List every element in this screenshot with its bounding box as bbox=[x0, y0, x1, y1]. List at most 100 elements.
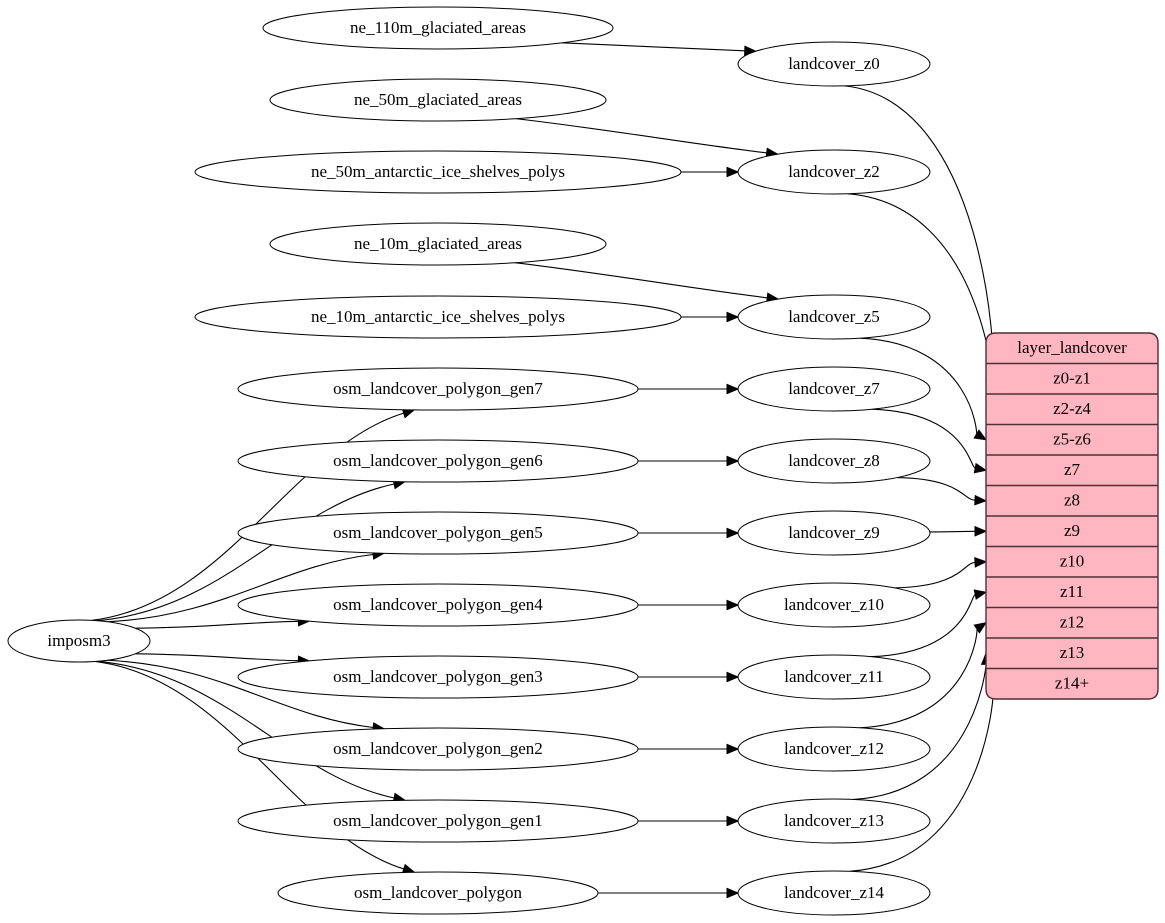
table-row-z0-z1[interactable]: z0-z1 bbox=[986, 362, 1158, 388]
table-row-z14plus[interactable]: z14+ bbox=[986, 667, 1158, 693]
node-lc_z2[interactable]: landcover_z2 bbox=[737, 149, 931, 195]
node-layer: imposm3 ne_110m_glaciated_areas ne_50m_gla… bbox=[7, 6, 931, 916]
table-cell-label: z11 bbox=[1060, 582, 1084, 601]
arrowhead bbox=[726, 671, 740, 683]
layer-landcover-table: layer_landcover z0-z1 z2-z4 z5-z6 z7 z8 z9 z10 z… bbox=[985, 332, 1159, 700]
node-lc_z11[interactable]: landcover_z11 bbox=[737, 654, 931, 700]
node-lc_z10[interactable]: landcover_z10 bbox=[737, 582, 931, 628]
node-label: ne_110m_glaciated_areas bbox=[350, 18, 526, 37]
node-label: landcover_z10 bbox=[784, 595, 884, 614]
edge-gen0-to-lc_z14 bbox=[597, 887, 740, 899]
table-row-z13[interactable]: z13 bbox=[986, 637, 1158, 662]
table-cell-label: z13 bbox=[1060, 643, 1085, 662]
node-label: osm_landcover_polygon bbox=[354, 883, 523, 902]
node-label: landcover_z14 bbox=[784, 883, 885, 902]
node-label: osm_landcover_polygon_gen4 bbox=[333, 595, 543, 614]
arrowhead bbox=[726, 383, 740, 395]
node-label: ne_10m_antarctic_ice_shelves_polys bbox=[311, 307, 565, 326]
arrowhead bbox=[974, 557, 988, 568]
edge-ne50a-to-lc_z2 bbox=[680, 166, 740, 178]
node-label: landcover_z11 bbox=[784, 667, 883, 686]
table-row-z9[interactable]: z9 bbox=[986, 515, 1158, 540]
node-lc_z9[interactable]: landcover_z9 bbox=[737, 510, 931, 556]
arrowhead bbox=[726, 887, 740, 899]
node-label: osm_landcover_polygon_gen6 bbox=[333, 451, 543, 470]
arrowhead bbox=[726, 743, 740, 755]
node-gen5[interactable]: osm_landcover_polygon_gen5 bbox=[237, 511, 639, 555]
arrowhead bbox=[973, 462, 988, 474]
table-row-z10[interactable]: z10 bbox=[986, 545, 1158, 571]
node-label: landcover_z5 bbox=[788, 307, 880, 326]
node-gen7[interactable]: osm_landcover_polygon_gen7 bbox=[237, 367, 639, 411]
arrowhead bbox=[974, 494, 988, 506]
edge-ne10g-to-lc_z5 bbox=[514, 262, 780, 304]
arrowhead bbox=[726, 599, 740, 611]
node-gen1[interactable]: osm_landcover_polygon_gen1 bbox=[237, 799, 639, 843]
node-lc_z7[interactable]: landcover_z7 bbox=[737, 366, 931, 412]
node-gen4[interactable]: osm_landcover_polygon_gen4 bbox=[237, 583, 639, 627]
edge-lc_z11-to-layer_landcover_z11 bbox=[870, 589, 988, 658]
node-ne10g[interactable]: ne_10m_glaciated_areas bbox=[269, 222, 607, 266]
edge-gen7-to-lc_z7 bbox=[638, 383, 740, 395]
edge-lc_z7-to-layer_landcover_z7 bbox=[871, 408, 988, 474]
arrowhead bbox=[726, 311, 740, 323]
node-label: osm_landcover_polygon_gen2 bbox=[333, 739, 543, 758]
node-label: landcover_z0 bbox=[788, 54, 880, 73]
arrowhead bbox=[726, 527, 740, 539]
node-lc_z5[interactable]: landcover_z5 bbox=[737, 294, 931, 340]
node-ne50a[interactable]: ne_50m_antarctic_ice_shelves_polys bbox=[194, 150, 682, 194]
node-label: ne_50m_antarctic_ice_shelves_polys bbox=[311, 162, 565, 181]
edge-lc_z5-to-layer_landcover_z5-z6 bbox=[860, 337, 988, 441]
arrowhead bbox=[726, 455, 740, 467]
node-ne50g[interactable]: ne_50m_glaciated_areas bbox=[269, 78, 607, 122]
node-label: osm_landcover_polygon_gen7 bbox=[333, 379, 543, 398]
table-cell-label: z7 bbox=[1064, 460, 1081, 479]
edge-lc_z9-to-layer_landcover_z9 bbox=[929, 525, 988, 537]
node-ne10a[interactable]: ne_10m_antarctic_ice_shelves_polys bbox=[194, 295, 682, 339]
edge-lc_z12-to-layer_landcover_z12 bbox=[859, 622, 988, 729]
node-lc_z14[interactable]: landcover_z14 bbox=[737, 870, 931, 916]
edge-gen2-to-lc_z12 bbox=[637, 743, 740, 755]
edge-lc_z8-to-layer_landcover_z8 bbox=[897, 476, 988, 506]
edge-ne50g-to-lc_z2 bbox=[515, 118, 779, 159]
table-cell-label: z9 bbox=[1064, 521, 1080, 540]
table-title: layer_landcover bbox=[1017, 338, 1127, 357]
table-cell-label: z10 bbox=[1060, 552, 1085, 571]
node-imposm3[interactable]: imposm3 bbox=[7, 619, 151, 663]
table-cell-label: z8 bbox=[1064, 491, 1080, 510]
node-ne110g[interactable]: ne_110m_glaciated_areas bbox=[262, 6, 614, 50]
edge-gen1-to-lc_z13 bbox=[638, 815, 740, 827]
edge-gen6-to-lc_z8 bbox=[638, 455, 740, 467]
arrowhead bbox=[973, 622, 988, 634]
edge-gen3-to-lc_z11 bbox=[638, 671, 740, 683]
arrowhead bbox=[726, 815, 740, 827]
edge-lc_z10-to-layer_landcover_z10 bbox=[894, 557, 988, 589]
table-row-z11[interactable]: z11 bbox=[986, 576, 1158, 601]
node-gen3[interactable]: osm_landcover_polygon_gen3 bbox=[237, 655, 639, 699]
node-lc_z0[interactable]: landcover_z0 bbox=[737, 41, 931, 87]
arrowhead bbox=[974, 525, 988, 537]
table-row-z12[interactable]: z12 bbox=[986, 606, 1158, 632]
table-cell-label: z5-z6 bbox=[1053, 430, 1091, 449]
arrowhead bbox=[973, 429, 988, 441]
node-gen0[interactable]: osm_landcover_polygon bbox=[277, 871, 599, 915]
node-label: osm_landcover_polygon_gen5 bbox=[333, 523, 543, 542]
node-label: osm_landcover_polygon_gen1 bbox=[333, 811, 543, 830]
arrowhead bbox=[726, 166, 740, 178]
node-label: landcover_z12 bbox=[784, 739, 884, 758]
node-lc_z13[interactable]: landcover_z13 bbox=[737, 798, 931, 844]
node-lc_z8[interactable]: landcover_z8 bbox=[737, 438, 931, 484]
node-lc_z12[interactable]: landcover_z12 bbox=[737, 726, 931, 772]
table-row-z7[interactable]: z7 bbox=[986, 454, 1158, 479]
table-row-z5-z6[interactable]: z5-z6 bbox=[986, 423, 1158, 449]
table-row-z2-z4[interactable]: z2-z4 bbox=[986, 393, 1158, 418]
edge-ne110g-to-lc_z0 bbox=[561, 42, 758, 57]
node-gen2[interactable]: osm_landcover_polygon_gen2 bbox=[237, 727, 639, 771]
node-label: landcover_z13 bbox=[784, 811, 884, 830]
node-label: landcover_z2 bbox=[788, 162, 880, 181]
node-label: landcover_z9 bbox=[788, 523, 880, 542]
node-gen6[interactable]: osm_landcover_polygon_gen6 bbox=[237, 439, 639, 483]
table-row-z8[interactable]: z8 bbox=[986, 484, 1158, 510]
node-label: imposm3 bbox=[47, 631, 110, 650]
